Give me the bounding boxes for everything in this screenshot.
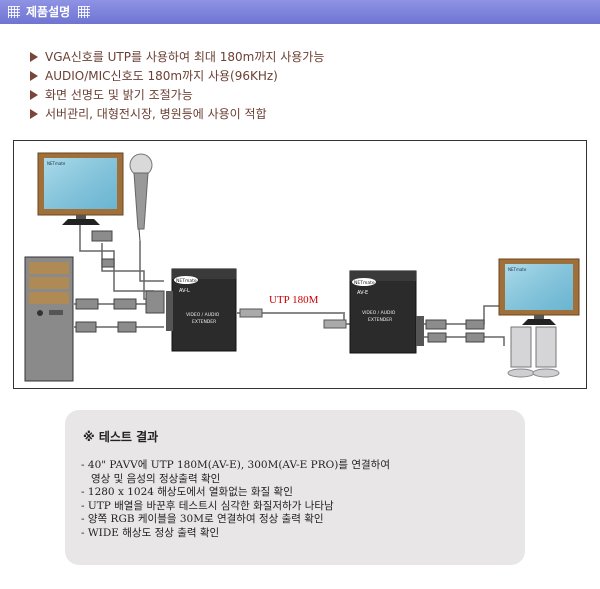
triangle-bullet-icon	[30, 90, 38, 100]
triangle-bullet-icon	[30, 71, 38, 81]
feature-item: AUDIO/MIC신호도 180m까지 사용(96KHz)	[30, 67, 324, 86]
monitor-right-icon: NETmate	[498, 258, 580, 325]
connection-diagram: NETmate	[13, 140, 587, 389]
receiver-model: AV-E	[357, 290, 368, 296]
receiver-line2: EXTENDER	[368, 317, 392, 323]
test-result-item: - 1280 x 1024 해상도에서 열화없는 화질 확인	[81, 486, 293, 499]
sender-line1: VIDEO / AUDIO	[186, 312, 220, 318]
section-title: 제품설명	[26, 5, 71, 19]
test-result-item: - 40" PAVV에 UTP 180M(AV-E), 300M(AV-E PR…	[81, 459, 390, 471]
sender-line2: EXTENDER	[192, 319, 216, 325]
monitor-brand: NETmate	[47, 161, 66, 166]
diagram-canvas: NETmate	[24, 152, 580, 382]
test-result-list: - 40" PAVV에 UTP 180M(AV-E), 300M(AV-E PR…	[81, 459, 390, 541]
sender-device: NETmate AV-L VIDEO / AUDIO EXTENDER	[166, 268, 237, 352]
monitor-left-icon: NETmate	[37, 152, 124, 225]
monitor-brand: NETmate	[508, 267, 527, 272]
sender-model: AV-L	[179, 288, 190, 294]
test-result-box: ※ 테스트 결과 - 40" PAVV에 UTP 180M(AV-E), 300…	[65, 410, 525, 565]
test-result-item: - WIDE 해상도 정상 출력 확인	[81, 526, 220, 539]
test-result-item: - 양쪽 RGB 케이블을 30M로 연결하여 정상 출력 확인	[81, 513, 324, 526]
receiver-line1: VIDEO / AUDIO	[362, 310, 396, 316]
receiver-brand: NETmate	[354, 280, 375, 286]
feature-item: VGA신호를 UTP를 사용하여 최대 180m까지 사용가능	[30, 48, 324, 67]
connectors-left	[75, 230, 165, 333]
feature-item: 서버관리, 대형전시장, 병원등에 사용이 적합	[30, 105, 324, 124]
test-result-item: 영상 및 음성의 정상출력 확인	[81, 472, 221, 485]
pc-tower-icon	[24, 256, 74, 382]
feature-list: VGA신호를 UTP를 사용하여 최대 180m까지 사용가능 AUDIO/MI…	[30, 48, 324, 124]
microphone-icon	[129, 153, 153, 242]
grid-icon	[78, 6, 90, 18]
receiver-device: NETmate AV-E VIDEO / AUDIO EXTENDER	[349, 270, 424, 354]
test-result-item: - UTP 배열을 바꾼후 테스트시 심각한 화질저하가 나타남	[81, 499, 334, 512]
utp-cable: UTP 180M	[236, 294, 356, 329]
test-result-title: ※ 테스트 결과	[83, 430, 159, 444]
section-header: 제품설명	[0, 0, 600, 24]
sender-brand: NETmate	[176, 278, 197, 284]
utp-cable-label: UTP 180M	[269, 294, 319, 306]
triangle-bullet-icon	[30, 52, 38, 62]
speakers-icon	[507, 326, 560, 378]
triangle-bullet-icon	[30, 109, 38, 119]
feature-item: 화면 선명도 및 밝기 조절가능	[30, 86, 324, 105]
grid-icon	[8, 6, 20, 18]
connectors-right	[425, 319, 485, 343]
